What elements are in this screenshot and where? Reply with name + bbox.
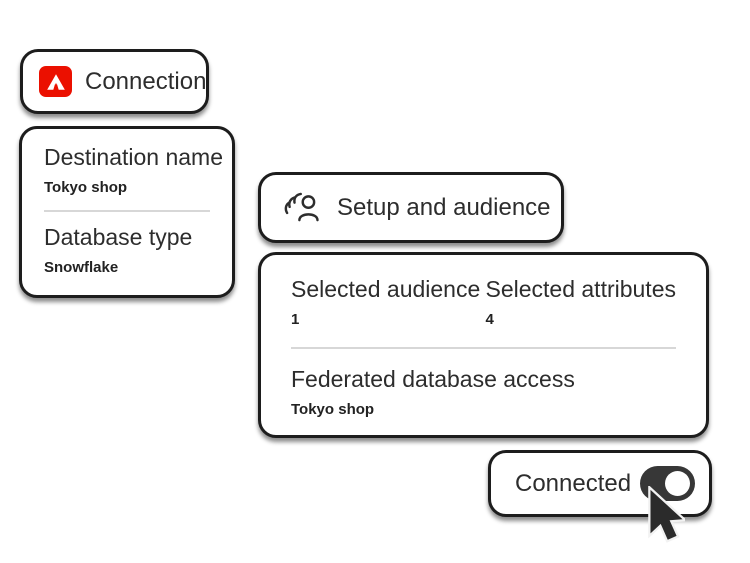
adobe-logo-icon [39, 66, 72, 97]
selected-attributes-label: Selected attributes [485, 276, 676, 302]
setup-audience-card[interactable]: Setup and audience [258, 172, 564, 243]
selected-audience-value: 1 [291, 310, 300, 328]
destination-details-card: Destination name Tokyo shop Database typ… [19, 126, 235, 298]
connected-status-card: Connected [488, 450, 712, 517]
federated-access-label: Federated database access [291, 365, 575, 392]
connection-title: Connection [85, 67, 207, 95]
divider [291, 346, 676, 349]
audience-icon [284, 192, 319, 222]
selected-attributes-value: 4 [485, 310, 494, 328]
selected-audience-label: Selected audience [291, 276, 481, 302]
destination-name-label: Destination name [44, 144, 223, 170]
setup-audience-title: Setup and audience [337, 193, 551, 221]
selected-attributes-stat: Selected attributes 4 [485, 275, 676, 329]
selected-audience-stat: Selected audience 1 [291, 275, 485, 329]
database-type-label: Database type [44, 223, 193, 250]
connection-card[interactable]: Connection [20, 49, 209, 114]
toggle-knob-icon [665, 471, 690, 496]
destination-name-value: Tokyo shop [44, 178, 128, 196]
summary-card: Selected audience 1 Selected attributes … [258, 252, 709, 438]
federated-access-value: Tokyo shop [291, 400, 375, 418]
database-type-value: Snowflake [44, 258, 119, 276]
adobe-a-glyph [46, 73, 65, 90]
stats-row: Selected audience 1 Selected attributes … [291, 275, 676, 329]
connected-toggle[interactable] [640, 466, 695, 501]
connected-label: Connected [515, 469, 632, 497]
divider [44, 209, 210, 212]
